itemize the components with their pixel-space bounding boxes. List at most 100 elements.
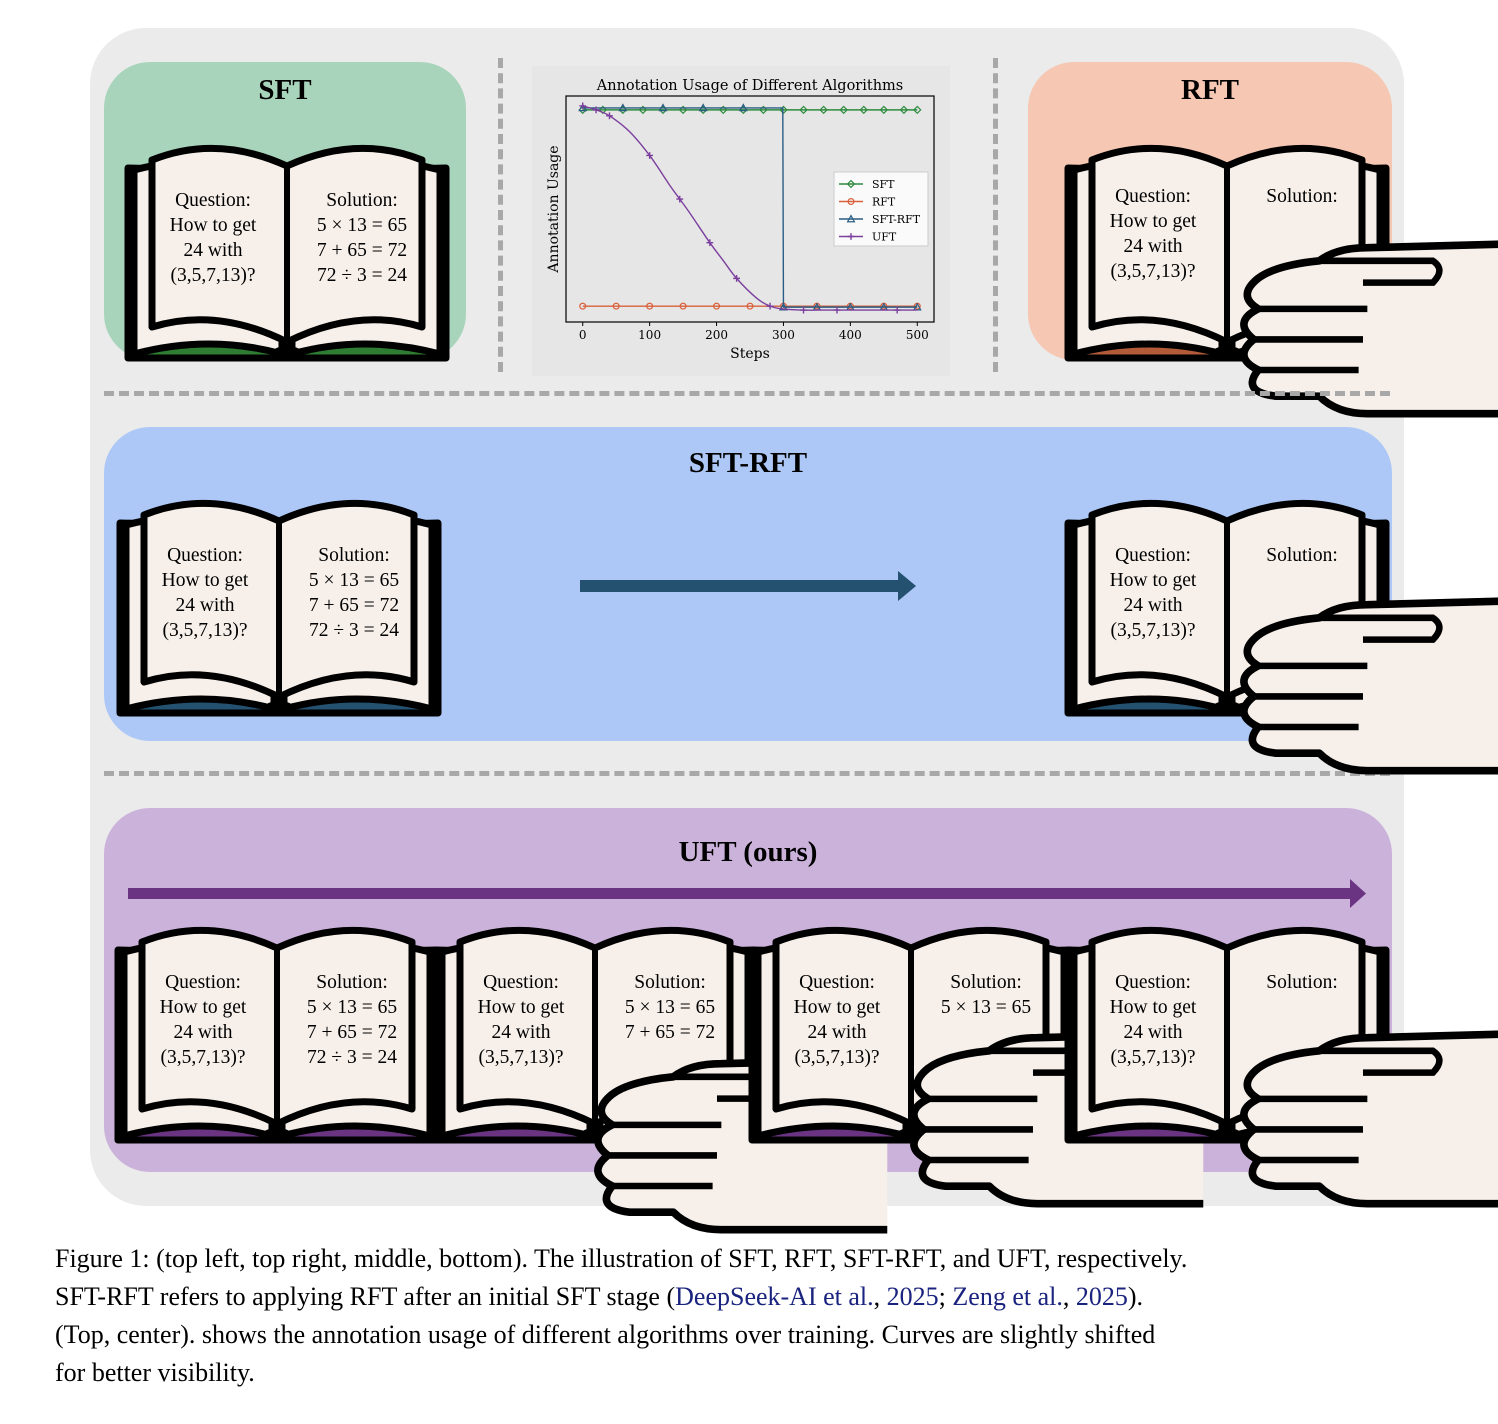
y-axis-label: Annotation Usage xyxy=(546,145,562,273)
book-icon xyxy=(124,142,450,362)
legend-marker-uft xyxy=(847,233,855,240)
x-tick-label: 400 xyxy=(839,328,862,342)
series-rft xyxy=(579,302,921,310)
annotation-usage-chart: Annotation Usage of Different Algorithms… xyxy=(532,66,950,376)
marker-uft xyxy=(766,302,774,310)
legend-label-sft: SFT xyxy=(872,178,895,191)
figure-caption: Figure 1: (top left, top right, middle, … xyxy=(55,1240,1455,1392)
arrow-right-icon xyxy=(128,879,1366,908)
divider-horizontal-bottom xyxy=(104,771,1390,776)
marker-uft xyxy=(706,239,714,247)
legend-marker-rft xyxy=(847,198,855,206)
book-icon xyxy=(116,497,442,717)
marker-rft xyxy=(612,302,620,310)
divider-vertical-right xyxy=(993,58,998,372)
chart-legend: SFT RFT SFT-RFT UFT xyxy=(833,171,929,247)
caption-line-3: (Top, center). shows the annotation usag… xyxy=(55,1320,1156,1349)
hand-icon xyxy=(1232,216,1498,441)
x-tick-label: 500 xyxy=(906,328,929,342)
marker-rft xyxy=(679,302,687,310)
marker-uft xyxy=(833,306,841,314)
marker-uft xyxy=(579,102,587,110)
citation-zeng-year[interactable]: 2025 xyxy=(1075,1282,1128,1311)
series-uft xyxy=(579,102,918,314)
marker-rft xyxy=(579,302,587,310)
marker-sft xyxy=(839,105,848,115)
uft-title: UFT (ours) xyxy=(678,836,818,868)
marker-sft xyxy=(759,105,768,115)
marker-sft-rft xyxy=(779,302,788,311)
chart-title: Annotation Usage of Different Algorithms xyxy=(596,78,903,94)
marker-rft xyxy=(746,302,754,310)
hand-icon xyxy=(1232,573,1498,798)
marker-sft xyxy=(913,105,922,115)
marker-sft-rft xyxy=(618,103,628,112)
x-tick-label: 0 xyxy=(579,328,587,342)
legend-label-rft: RFT xyxy=(872,196,896,209)
legend-marker-sft xyxy=(846,179,856,189)
hand-icon xyxy=(1232,1006,1498,1231)
legend-label-uft: UFT xyxy=(872,231,897,244)
solution-text: Solution:5 × 13 = 65 xyxy=(940,972,1032,1018)
marker-sft xyxy=(859,105,868,115)
marker-uft xyxy=(676,195,684,203)
solution-text: Solution: xyxy=(1266,545,1338,566)
marker-uft xyxy=(646,152,654,159)
marker-uft xyxy=(800,306,807,314)
marker-sft xyxy=(598,105,608,115)
citation-deepseek-author[interactable]: DeepSeek-AI et al. xyxy=(675,1282,874,1311)
marker-uft xyxy=(733,274,741,282)
marker-sft-rft xyxy=(738,103,748,112)
marker-sft-rft xyxy=(698,103,708,112)
x-tick-label: 300 xyxy=(772,328,795,342)
plot-frame xyxy=(565,95,935,323)
sft-title: SFT xyxy=(258,74,312,106)
marker-sft xyxy=(879,105,889,115)
divider-horizontal-top xyxy=(104,391,1390,396)
solution-text: Solution: xyxy=(1266,972,1338,993)
x-axis-label: Steps xyxy=(730,346,770,362)
chart-svg: Annotation Usage of Different Algorithms… xyxy=(546,78,935,362)
legend-label-sft-rft: SFT-RFT xyxy=(872,213,921,226)
citation-zeng-author[interactable]: Zeng et al. xyxy=(952,1282,1063,1311)
arrow-right-icon xyxy=(580,571,916,601)
marker-sft xyxy=(718,105,728,115)
marker-uft xyxy=(606,112,613,120)
rft-title: RFT xyxy=(1181,74,1239,106)
caption-line-4: for better visibility. xyxy=(55,1358,255,1387)
marker-sft-rft xyxy=(578,103,588,112)
caption-line-1: Figure 1: (top left, top right, middle, … xyxy=(55,1244,1188,1273)
divider-vertical-left xyxy=(498,58,503,372)
x-tick-label: 100 xyxy=(638,328,661,342)
legend-marker-sft-rft xyxy=(846,214,856,223)
marker-rft xyxy=(713,302,721,310)
marker-rft xyxy=(646,302,654,310)
x-tick-label: 200 xyxy=(705,328,728,342)
marker-sft xyxy=(899,105,909,115)
citation-deepseek-year[interactable]: 2025 xyxy=(886,1282,939,1311)
marker-sft xyxy=(638,105,648,115)
sft-rft-title: SFT-RFT xyxy=(688,447,808,479)
series-line-sft-rft xyxy=(582,107,918,308)
